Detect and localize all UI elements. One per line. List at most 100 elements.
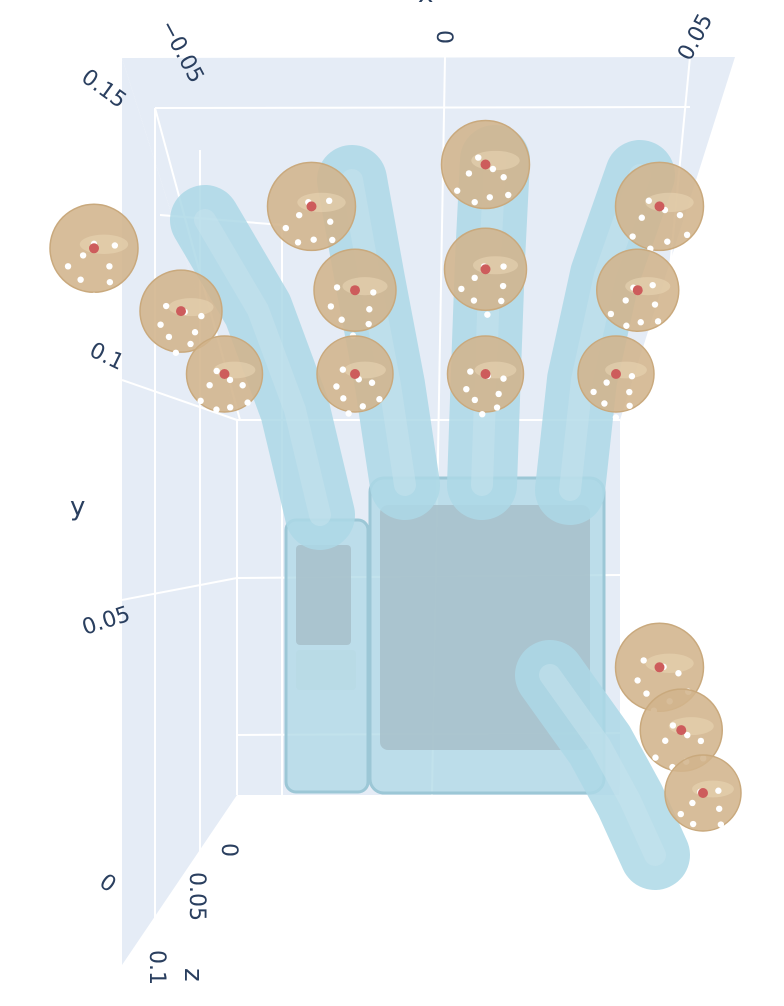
finger-highlight bbox=[194, 209, 331, 526]
marker-point bbox=[645, 197, 653, 204]
marker-point bbox=[206, 382, 213, 389]
marker-point bbox=[197, 397, 204, 405]
sphere-center-point bbox=[89, 243, 99, 254]
marker-point bbox=[601, 400, 608, 407]
finger-highlight bbox=[539, 664, 666, 866]
marker-point bbox=[463, 385, 470, 393]
marker-point bbox=[471, 396, 479, 404]
sphere-center-point bbox=[654, 662, 665, 673]
sphere-highlight bbox=[168, 298, 214, 317]
marker-point bbox=[623, 322, 630, 329]
marker-point bbox=[338, 316, 345, 323]
marker-point bbox=[345, 410, 352, 417]
marker-point bbox=[282, 224, 289, 232]
marker-point bbox=[239, 382, 246, 389]
marker-point bbox=[213, 406, 220, 413]
marker-point bbox=[675, 670, 682, 677]
marker-point bbox=[484, 311, 491, 318]
sphere-highlight bbox=[342, 277, 388, 296]
marker-point bbox=[715, 805, 723, 812]
marker-point bbox=[327, 303, 335, 310]
marker-point bbox=[651, 301, 659, 308]
marker-point bbox=[366, 306, 373, 313]
marker-point bbox=[106, 278, 114, 286]
marker-point bbox=[640, 657, 647, 664]
marker-point bbox=[643, 690, 650, 697]
marker-point bbox=[465, 170, 473, 177]
sphere-highlight bbox=[645, 653, 694, 673]
marker-point bbox=[77, 276, 84, 283]
marker-point bbox=[676, 211, 684, 219]
marker-point bbox=[649, 281, 656, 289]
marker-point bbox=[628, 373, 636, 380]
marker-point bbox=[607, 310, 615, 318]
marker-point bbox=[471, 274, 478, 282]
marker-point bbox=[333, 284, 341, 291]
marker-point bbox=[333, 383, 340, 390]
marker-point bbox=[500, 263, 507, 270]
sphere-center-point bbox=[480, 264, 491, 275]
marker-point bbox=[669, 722, 677, 729]
marker-point bbox=[493, 404, 501, 411]
marker-point bbox=[340, 395, 347, 402]
y-tick-label: 0 bbox=[95, 869, 121, 898]
marker-point bbox=[359, 403, 367, 410]
sphere-highlight bbox=[472, 256, 519, 275]
sphere-center-point bbox=[654, 201, 665, 212]
marker-point bbox=[626, 402, 633, 409]
marker-point bbox=[684, 731, 691, 739]
marker-point bbox=[90, 292, 98, 299]
marker-point bbox=[654, 318, 662, 325]
x-tick-label: 0.05 bbox=[673, 10, 718, 65]
fingertip-spheres bbox=[49, 119, 742, 840]
sphere-center-point bbox=[676, 725, 687, 736]
marker-point bbox=[162, 302, 170, 310]
y-tick-label: 0.1 bbox=[85, 338, 127, 376]
marker-point bbox=[157, 321, 164, 328]
marker-point bbox=[500, 174, 507, 181]
marker-point bbox=[226, 376, 234, 384]
z-tick-label: 0.05 bbox=[184, 872, 209, 921]
sphere-center-point bbox=[611, 369, 621, 379]
marker-point bbox=[244, 399, 251, 406]
marker-point bbox=[191, 329, 199, 336]
marker-point bbox=[458, 285, 465, 293]
sphere-center-point bbox=[480, 159, 491, 170]
marker-point bbox=[689, 820, 697, 828]
z-axis-label: z bbox=[178, 968, 208, 982]
marker-point bbox=[471, 198, 478, 206]
marker-point bbox=[629, 233, 636, 240]
marker-point bbox=[717, 821, 725, 828]
z-tick-label: 0.1 bbox=[144, 950, 169, 985]
sphere-center-point bbox=[480, 369, 491, 379]
marker-point bbox=[634, 677, 641, 684]
marker-point bbox=[683, 231, 691, 239]
marker-point bbox=[475, 154, 482, 161]
marker-point bbox=[295, 211, 303, 219]
marker-point bbox=[467, 368, 474, 375]
marker-point bbox=[226, 404, 234, 411]
marker-point bbox=[111, 242, 119, 249]
marker-point bbox=[612, 414, 620, 421]
marker-point bbox=[603, 379, 610, 386]
marker-point bbox=[365, 320, 372, 328]
marker-point bbox=[327, 218, 334, 225]
marker-point bbox=[499, 282, 507, 290]
marker-point bbox=[172, 349, 180, 356]
marker-point bbox=[703, 833, 710, 840]
marker-point bbox=[198, 312, 205, 320]
x-axis-label: x bbox=[418, 0, 433, 9]
sphere-center-point bbox=[219, 369, 230, 379]
marker-point bbox=[329, 236, 336, 244]
marker-point bbox=[294, 239, 302, 246]
x-tick-label: 0 bbox=[431, 30, 456, 44]
marker-point bbox=[637, 319, 644, 326]
z-tick-label: 0 bbox=[216, 843, 241, 857]
marker-point bbox=[689, 799, 696, 807]
sphere-center-point bbox=[350, 369, 360, 379]
sphere-highlight bbox=[645, 192, 694, 213]
marker-point bbox=[213, 367, 220, 375]
marker-point bbox=[638, 214, 645, 221]
marker-point bbox=[339, 366, 347, 373]
